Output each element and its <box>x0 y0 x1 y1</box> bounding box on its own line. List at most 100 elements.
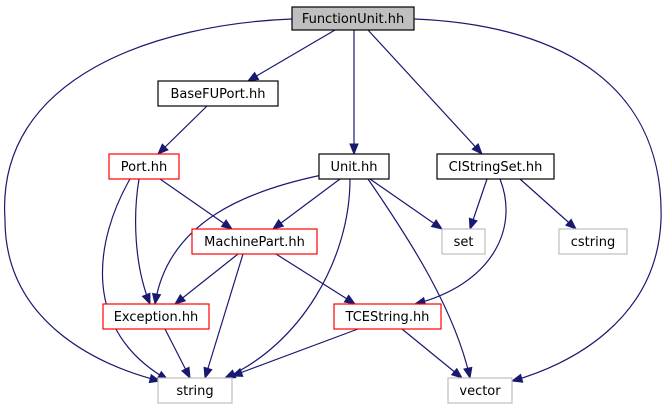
node-label: Exception.hh <box>114 310 199 325</box>
edge-line <box>414 178 507 305</box>
node-machinepart[interactable]: MachinePart.hh <box>191 228 318 255</box>
edge-line <box>401 328 463 379</box>
edge-functionunit-to-basefuport <box>246 29 336 82</box>
node-box[interactable] <box>441 228 486 255</box>
node-label: vector <box>459 384 501 399</box>
edge-line <box>367 178 471 379</box>
arrow-head-icon <box>230 367 244 377</box>
node-vector[interactable]: vector <box>447 377 513 404</box>
edge-functionunit-to-unit <box>349 30 359 156</box>
node-box[interactable] <box>191 228 318 255</box>
edge-tcestring-to-string <box>230 328 359 377</box>
arrow-head-icon <box>220 219 234 230</box>
node-box[interactable] <box>108 153 180 180</box>
node-label: BaseFUPort.hh <box>170 87 265 102</box>
node-box[interactable] <box>157 377 233 404</box>
node-label: string <box>176 384 213 399</box>
node-functionunit[interactable]: FunctionUnit.hh <box>291 6 415 31</box>
node-box[interactable] <box>436 153 555 180</box>
edge-line <box>231 328 359 377</box>
node-box[interactable] <box>558 228 628 255</box>
node-label: Unit.hh <box>330 160 377 175</box>
arrow-head-icon <box>450 367 464 379</box>
edge-line <box>519 178 577 230</box>
edge-line <box>369 178 443 230</box>
edge-line <box>154 174 323 305</box>
arrow-head-icon <box>173 293 187 305</box>
edge-unit-to-set <box>369 178 444 230</box>
node-label: CIStringSet.hh <box>449 160 543 175</box>
edge-port-to-machinepart <box>159 178 234 230</box>
arrow-head-icon <box>510 373 524 383</box>
arrow-head-icon <box>343 294 357 305</box>
edge-unit-to-vector <box>367 178 473 380</box>
arrow-head-icon <box>471 143 483 155</box>
node-label: MachinePart.hh <box>204 235 305 250</box>
edge-machinepart-to-string <box>203 253 244 380</box>
edge-machinepart-to-exception <box>173 253 239 305</box>
edge-line <box>174 253 239 305</box>
edge-functionunit-to-vector <box>413 18 662 383</box>
edge-line <box>224 178 351 379</box>
node-label: FunctionUnit.hh <box>302 12 404 27</box>
node-box[interactable] <box>318 153 390 180</box>
arrow-head-icon <box>246 71 260 82</box>
arrow-head-icon <box>468 217 478 231</box>
edge-exception-to-string <box>164 328 191 380</box>
edge-port-to-string <box>101 178 170 381</box>
arrow-head-icon <box>151 292 162 306</box>
node-box[interactable] <box>157 80 279 107</box>
arrow-head-icon <box>203 366 213 380</box>
node-box[interactable] <box>102 303 210 330</box>
edge-cistringset-to-cstring <box>519 178 578 230</box>
edges-layer <box>4 18 662 384</box>
edge-line <box>4 18 293 382</box>
edge-machinepart-to-tcestring <box>275 253 357 305</box>
edge-line <box>101 178 169 381</box>
edge-line <box>157 105 208 155</box>
node-box[interactable] <box>447 377 513 404</box>
edge-unit-to-exception <box>151 174 323 306</box>
node-tcestring[interactable]: TCEString.hh <box>333 303 442 330</box>
arrow-head-icon <box>430 219 444 230</box>
arrow-head-icon <box>565 218 578 230</box>
edge-line <box>413 18 662 382</box>
node-exception[interactable]: Exception.hh <box>102 303 210 330</box>
node-basefuport[interactable]: BaseFUPort.hh <box>157 80 279 107</box>
node-string[interactable]: string <box>157 377 233 404</box>
edge-line <box>275 253 356 305</box>
edge-port-to-exception <box>135 178 151 306</box>
edge-line <box>204 253 244 379</box>
node-label: cstring <box>571 235 615 250</box>
node-cstring[interactable]: cstring <box>558 228 628 255</box>
arrow-head-icon <box>148 373 162 384</box>
edge-line <box>159 178 233 230</box>
arrow-head-icon <box>181 366 191 380</box>
edge-line <box>272 178 341 230</box>
arrow-head-icon <box>157 143 169 155</box>
arrow-head-icon <box>349 143 359 156</box>
edge-cistringset-to-set <box>468 178 488 231</box>
node-label: Port.hh <box>121 160 167 175</box>
node-label: TCEString.hh <box>345 310 430 325</box>
edge-basefuport-to-port <box>157 105 208 155</box>
node-port[interactable]: Port.hh <box>108 153 180 180</box>
node-unit[interactable]: Unit.hh <box>318 153 390 180</box>
edge-line <box>135 178 151 305</box>
arrow-head-icon <box>141 292 151 306</box>
edge-tcestring-to-vector <box>401 328 464 379</box>
node-set[interactable]: set <box>441 228 486 255</box>
edge-unit-to-machinepart <box>271 178 341 230</box>
edge-line <box>367 29 483 155</box>
arrow-head-icon <box>271 218 285 230</box>
node-box[interactable] <box>333 303 442 330</box>
edge-line <box>247 29 336 82</box>
edge-functionunit-to-string <box>4 18 293 384</box>
edge-unit-to-string <box>223 178 351 379</box>
arrow-head-icon <box>463 366 473 380</box>
node-cistringset[interactable]: CIStringSet.hh <box>436 153 555 180</box>
node-label: set <box>454 235 474 250</box>
node-box[interactable] <box>291 6 415 31</box>
